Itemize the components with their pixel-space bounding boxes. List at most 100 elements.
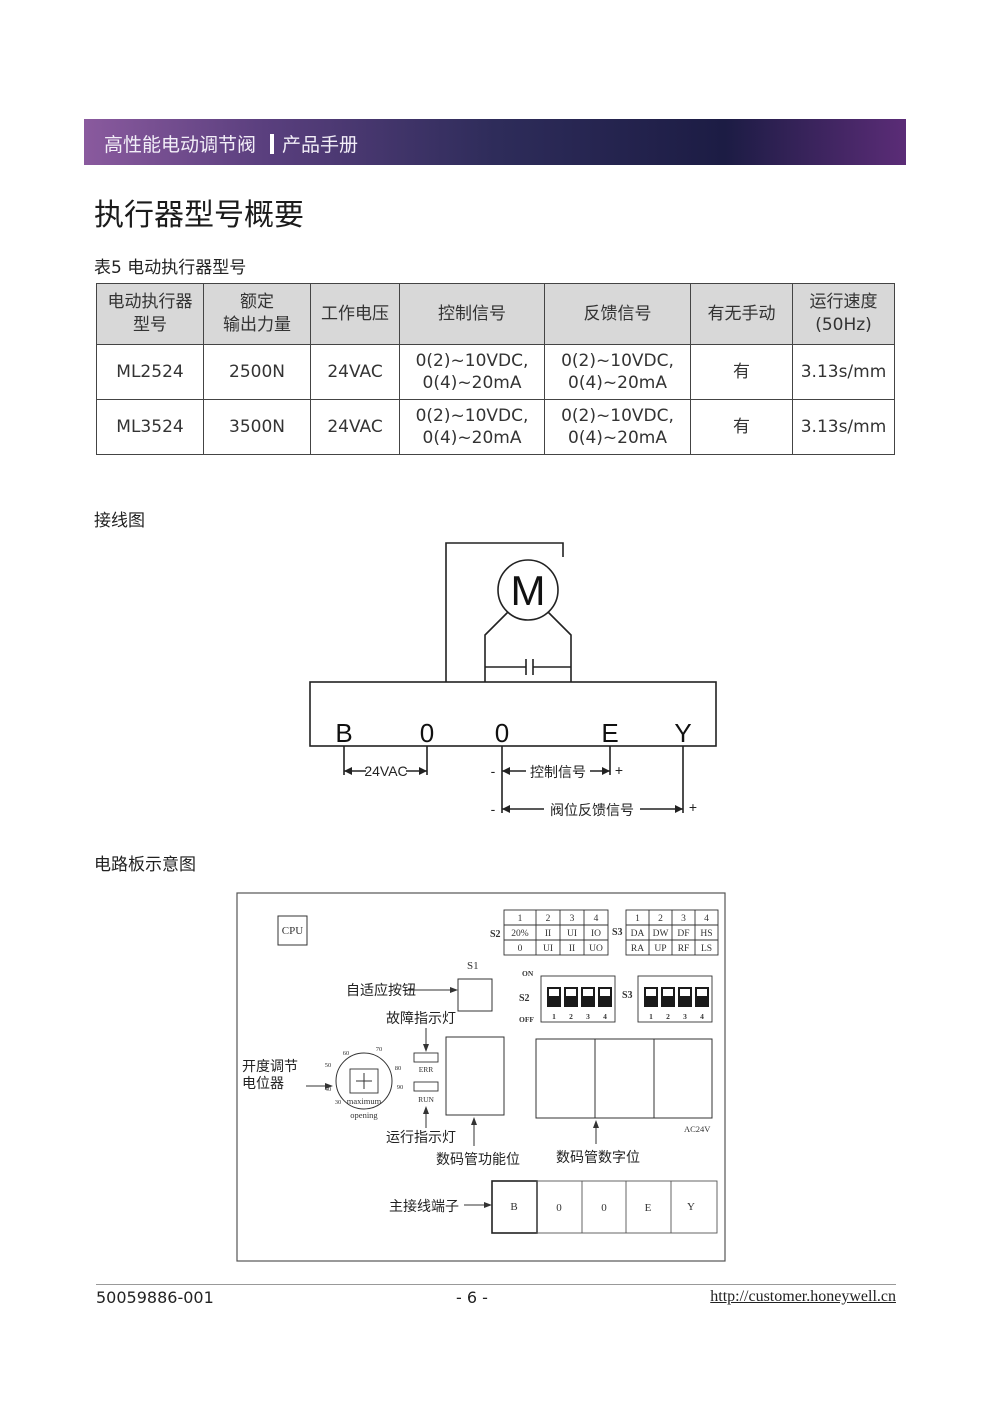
svg-text:2: 2 xyxy=(569,1012,573,1021)
svg-text:80: 80 xyxy=(395,1065,402,1072)
main-terminal: B xyxy=(510,1201,517,1213)
feedback-signal-label: 阀位反馈信号 xyxy=(550,802,634,818)
main-terminal: E xyxy=(645,1202,652,1214)
svg-text:1: 1 xyxy=(552,1012,556,1021)
svg-text:90: 90 xyxy=(397,1084,404,1091)
plus-sign: + xyxy=(615,762,623,778)
svg-text:40: 40 xyxy=(325,1086,332,1093)
svg-text:DF: DF xyxy=(677,929,689,939)
potentiometer-dial xyxy=(335,1052,393,1110)
header-cell: 有无手动 xyxy=(690,283,793,345)
svg-text:0: 0 xyxy=(518,944,523,954)
svg-text:4: 4 xyxy=(700,1012,704,1021)
minus-sign: - xyxy=(491,763,496,779)
svg-text:3: 3 xyxy=(570,914,575,924)
svg-text:II: II xyxy=(545,929,551,939)
motor-lead-right xyxy=(547,611,572,682)
motor-lead-left xyxy=(484,611,509,682)
table-row: ML2524 2500N 24VAC 0(2)~10VDC,0(4)~20mA … xyxy=(96,344,895,400)
control-signal-label: 控制信号 xyxy=(530,764,586,780)
s2-table-label: S2 xyxy=(490,929,501,940)
page-title: 执行器型号概要 xyxy=(94,198,304,233)
board-outline xyxy=(236,892,726,1262)
svg-text:UI: UI xyxy=(543,944,553,954)
switch-on-label: ON xyxy=(522,969,534,978)
s2-switch-label: S2 xyxy=(519,993,530,1004)
s3-table-label: S3 xyxy=(612,927,623,938)
footer-url-link[interactable]: http://customer.honeywell.cn xyxy=(710,1288,896,1305)
header-section: 产品手册 xyxy=(282,134,359,156)
header-cell: 额定输出力量 xyxy=(203,283,311,345)
table-cell: 3.13s/mm xyxy=(792,344,895,400)
adaptive-button-label: 自适应按钮 xyxy=(346,982,416,999)
table-cell: 24VAC xyxy=(310,344,400,400)
s3-dip-switch xyxy=(637,975,713,1023)
svg-text:DW: DW xyxy=(653,929,669,939)
svg-text:60: 60 xyxy=(343,1050,350,1057)
svg-text:DA: DA xyxy=(631,929,645,939)
function-display-label: 数码管功能位 xyxy=(436,1152,520,1168)
header-cell: 控制信号 xyxy=(399,283,545,345)
table-cell: 24VAC xyxy=(310,399,400,455)
svg-text:UP: UP xyxy=(654,944,666,954)
minus-sign: - xyxy=(491,801,496,817)
svg-text:1: 1 xyxy=(518,914,523,924)
err-label: ERR xyxy=(419,1065,434,1074)
wiring-terminal: E xyxy=(601,718,618,748)
switch-off-label: OFF xyxy=(519,1015,534,1024)
table-caption: 表5 电动执行器型号 xyxy=(94,258,247,278)
terminal-block xyxy=(309,681,717,747)
run-led-label: 运行指示灯 xyxy=(386,1130,456,1146)
board-caption: 电路板示意图 xyxy=(94,855,196,875)
svg-text:LS: LS xyxy=(701,944,712,954)
main-terminal-label: 主接线端子 xyxy=(389,1198,459,1215)
svg-text:UI: UI xyxy=(567,929,577,939)
table-header-row: 电动执行器型号 额定输出力量 工作电压 控制信号 反馈信号 有无手动 运行速度(… xyxy=(96,283,895,345)
plus-sign: + xyxy=(689,799,697,815)
svg-text:3: 3 xyxy=(683,1012,687,1021)
svg-text:RA: RA xyxy=(631,944,644,954)
wiring-caption: 接线图 xyxy=(94,511,145,531)
svg-text:HS: HS xyxy=(700,929,712,939)
run-led xyxy=(413,1081,439,1092)
header-cell: 运行速度(50Hz) xyxy=(792,283,895,345)
table-cell: 0(2)~10VDC,0(4)~20mA xyxy=(399,344,545,400)
table-cell: 2500N xyxy=(203,344,311,400)
footer-page-number: - 6 - xyxy=(456,1288,488,1307)
adaptive-button xyxy=(457,978,493,1012)
header-text: 高性能电动调节阀 产品手册 xyxy=(104,130,358,157)
ac24v-label: AC24V xyxy=(684,1124,711,1134)
svg-text:4: 4 xyxy=(704,914,709,924)
motor-wire xyxy=(445,542,564,682)
svg-text:4: 4 xyxy=(594,914,599,924)
motor-label: M xyxy=(511,567,546,614)
svg-text:2: 2 xyxy=(666,1012,670,1021)
header-cell: 电动执行器型号 xyxy=(96,283,204,345)
table-cell: 3500N xyxy=(203,399,311,455)
table-cell: 有 xyxy=(690,344,793,400)
main-terminal: 0 xyxy=(556,1202,562,1214)
svg-text:2: 2 xyxy=(546,914,551,924)
header-product: 高性能电动调节阀 xyxy=(104,134,257,156)
fault-led-label: 故障指示灯 xyxy=(386,1011,456,1027)
pot-label-line1: 开度调节 xyxy=(242,1059,298,1075)
digit-display-label: 数码管数字位 xyxy=(556,1150,640,1166)
function-display xyxy=(445,1036,505,1116)
header-banner: 高性能电动调节阀 产品手册 xyxy=(84,119,906,165)
main-terminal: 0 xyxy=(601,1202,607,1214)
table-cell: ML3524 xyxy=(96,399,204,455)
footer-rule xyxy=(96,1284,896,1285)
wiring-diagram: M B 0 0 E Y 24VAC 控制信号 阀位反馈信号 - + - + xyxy=(309,542,717,818)
cpu-chip xyxy=(277,915,308,946)
footer-doc-number: 50059886-001 xyxy=(96,1288,214,1307)
s1-label: S1 xyxy=(467,960,479,972)
pot-label-line2: 电位器 xyxy=(242,1076,284,1092)
fault-led xyxy=(413,1052,439,1063)
table-cell: 0(2)~10VDC,0(4)~20mA xyxy=(399,399,545,455)
circuit-board-diagram: CPU S2 1 2 3 4 20% II UI IO 0 UI II UO S… xyxy=(236,892,726,1262)
wiring-terminal: B xyxy=(335,718,352,748)
svg-text:UO: UO xyxy=(589,944,603,954)
supply-label: 24VAC xyxy=(364,763,407,779)
table-cell: 0(2)~10VDC,0(4)~20mA xyxy=(544,344,691,400)
svg-text:20%: 20% xyxy=(511,929,529,939)
